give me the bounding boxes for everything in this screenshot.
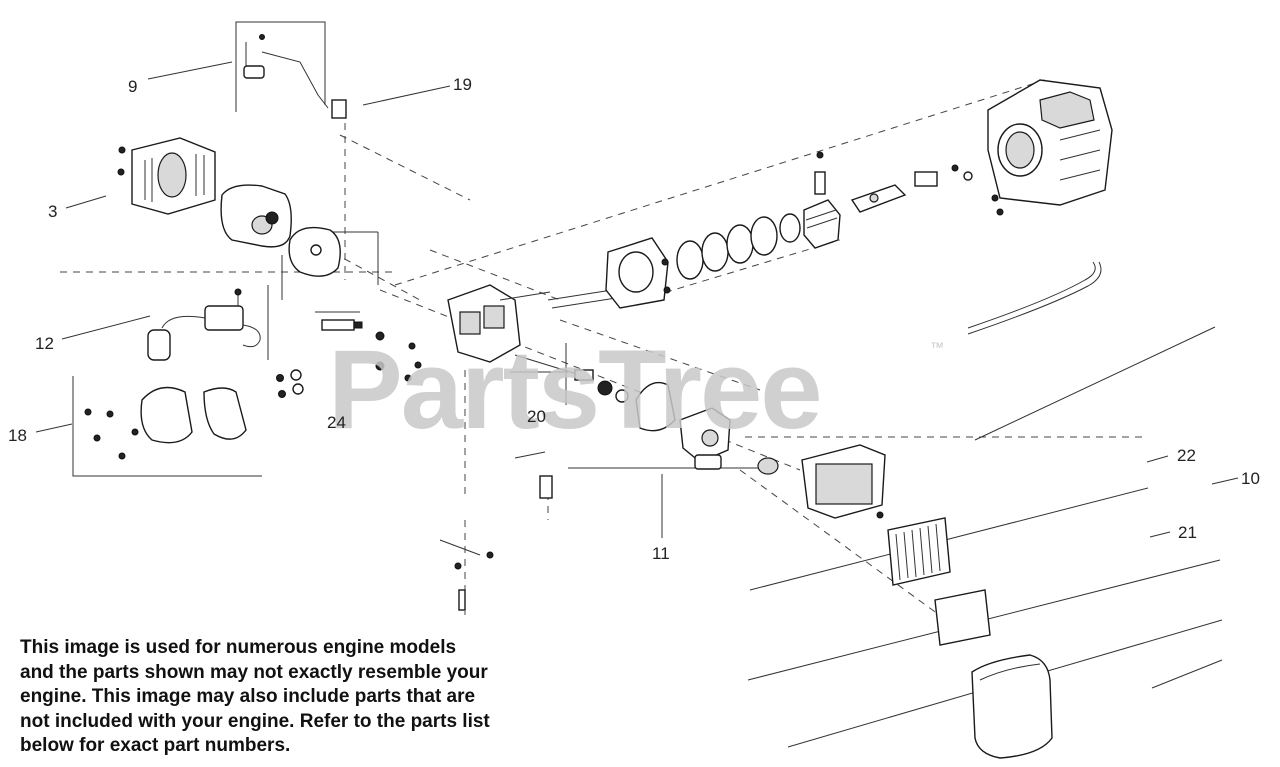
callout-20: 20 bbox=[527, 407, 546, 426]
part-heat-shield bbox=[117, 137, 216, 215]
disclaimer-line: and the parts shown may not exactly rese… bbox=[20, 661, 488, 683]
part-air-filter-cover bbox=[971, 654, 1053, 759]
part-choke-linkage bbox=[243, 34, 347, 119]
callout-9: 9 bbox=[128, 77, 137, 96]
part-connecting-rod bbox=[850, 184, 907, 213]
disclaimer-line: This image is used for numerous engine m… bbox=[20, 637, 457, 658]
watermark-trademark: ™ bbox=[930, 339, 944, 355]
callout-24: 24 bbox=[327, 413, 346, 432]
part-intake-assembly bbox=[514, 354, 676, 499]
disclaimer-line: below for exact part numbers. bbox=[20, 735, 291, 756]
part-spark-plug bbox=[321, 319, 385, 371]
callout-21: 21 bbox=[1178, 523, 1197, 542]
callout-12: 12 bbox=[35, 334, 54, 353]
part-pre-cleaner bbox=[934, 589, 991, 646]
disclaimer-line: engine. This image may also include part… bbox=[20, 686, 476, 707]
part-hardware-24 bbox=[276, 369, 304, 398]
part-governor-link bbox=[439, 539, 494, 611]
part-head-gasket bbox=[605, 237, 671, 309]
part-shroud-18 bbox=[84, 386, 247, 460]
callout-10: 10 bbox=[1241, 469, 1260, 488]
part-fuel-line bbox=[967, 261, 1102, 335]
callout-3: 3 bbox=[48, 202, 57, 221]
part-pushrods bbox=[547, 289, 617, 309]
part-piston bbox=[803, 151, 841, 249]
part-muffler bbox=[220, 184, 292, 248]
callout-18: 18 bbox=[8, 426, 27, 445]
callouts: 9 19 3 12 18 24 20 11 22 10 21 bbox=[8, 75, 1260, 563]
part-air-filter-base bbox=[757, 444, 886, 519]
watermark: PartsTree ™ bbox=[328, 327, 944, 452]
watermark-text: PartsTree bbox=[328, 327, 821, 452]
callout-19: 19 bbox=[453, 75, 472, 94]
part-piston-rings bbox=[676, 213, 801, 280]
part-air-filter-element bbox=[887, 517, 951, 586]
callout-22: 22 bbox=[1177, 446, 1196, 465]
part-cylinder-head bbox=[404, 284, 551, 382]
disclaimer-text: This image is used for numerous engine m… bbox=[20, 636, 560, 759]
leader-lines bbox=[35, 21, 1239, 748]
part-ignition-coil bbox=[147, 288, 261, 361]
part-engine-block bbox=[914, 79, 1113, 216]
part-carburetor bbox=[679, 407, 731, 470]
disclaimer-line: not included with your engine. Refer to … bbox=[20, 710, 490, 732]
callout-11: 11 bbox=[652, 544, 670, 563]
part-muffler-gasket bbox=[288, 226, 341, 277]
